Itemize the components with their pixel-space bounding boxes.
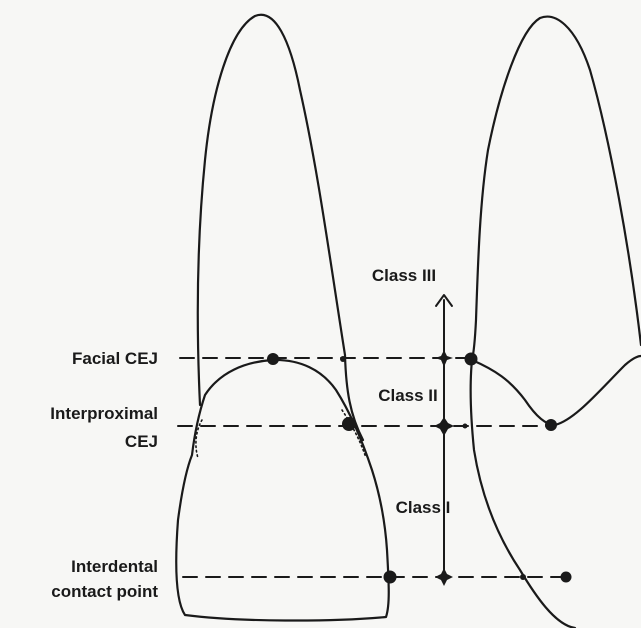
facial-cej-dot-left — [267, 353, 279, 365]
class-iii-label: Class III — [364, 265, 444, 286]
interdental-small-dot — [520, 574, 526, 580]
interdental-contact-dot-left — [384, 571, 397, 584]
right-tooth-cej-curve — [472, 356, 641, 425]
facial-cej-dot-right-tooth — [465, 353, 478, 366]
interproximal-cej-label-line1: Interproximal — [5, 403, 158, 424]
interdental-label-line2: contact point — [5, 581, 158, 602]
interdental-label-line1: Interdental — [5, 556, 158, 577]
left-tooth-crown-outline — [176, 360, 388, 621]
class-i-label: Class I — [388, 497, 458, 518]
right-tooth-outline — [471, 17, 641, 628]
interproximal-cej-dot-right-tooth — [545, 419, 557, 431]
interproximal-cej-label-line2: CEJ — [5, 431, 158, 452]
star-marker-interdental — [435, 568, 453, 586]
star-marker-facial — [435, 350, 453, 367]
star-marker-interproximal — [434, 417, 454, 436]
facial-cej-small-dot — [340, 356, 346, 362]
interproximal-small-dot — [463, 424, 468, 429]
facial-cej-label: Facial CEJ — [10, 348, 158, 369]
class-ii-label: Class II — [368, 385, 448, 406]
crown-cej-blot — [342, 417, 356, 431]
interdental-contact-dot-right — [561, 572, 572, 583]
